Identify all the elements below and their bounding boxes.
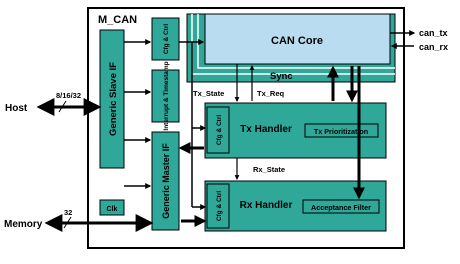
data-paths <box>327 65 365 200</box>
cfg-ctrl-rx-label: Cfg & Ctrl <box>216 191 223 222</box>
clk-label: Clk <box>107 206 118 213</box>
generic-slave-if-block: Generic Slave IF <box>99 29 125 169</box>
cfg-ctrl-tx-label: Cfg & Ctrl <box>216 115 223 146</box>
interrupt-timestamp-label: Interrupt & Timestamp <box>163 61 170 130</box>
can-core-label: CAN Core <box>271 35 323 47</box>
rx-state-label: Rx_State <box>253 165 285 174</box>
host-port: Host 8/16/32 <box>5 91 102 116</box>
master-if-connections <box>178 142 207 227</box>
host-width-label: 8/16/32 <box>56 91 81 100</box>
cfg-ctrl-top-block: Cfg & Ctrl <box>151 17 180 61</box>
interrupt-timestamp-block: Interrupt & Timestamp <box>151 61 180 131</box>
tx-state-label: Tx_State <box>193 89 224 98</box>
memory-port: Memory 32 <box>4 208 154 232</box>
cfg-ctrl-top-label: Cfg & Ctrl <box>163 24 170 55</box>
m-can-title: M_CAN <box>98 14 137 26</box>
can-tx-label: can_tx <box>419 28 448 38</box>
config-bus <box>179 39 207 210</box>
generic-master-if-block: Generic Master IF <box>151 131 180 231</box>
cfg-ctrl-tx-block <box>206 106 230 154</box>
can-rx-label: can_rx <box>419 42 448 52</box>
can-ports: can_tx can_rx <box>390 28 448 52</box>
acceptance-filter-label: Acceptance Filter <box>311 203 371 212</box>
sync-label: Sync <box>270 71 293 82</box>
clk-block: Clk <box>99 199 125 216</box>
memory-label: Memory <box>4 219 43 230</box>
acceptance-filter-block <box>302 199 380 214</box>
cfg-ctrl-rx-block <box>206 183 230 229</box>
generic-slave-if-label: Generic Slave IF <box>108 62 119 136</box>
rx-handler-label: Rx Handler <box>240 200 293 211</box>
tx-prioritization-label: Tx Prioritization <box>314 127 368 136</box>
tx-signals: Tx_State Tx_Req <box>193 64 285 102</box>
memory-width-label: 32 <box>64 208 72 217</box>
slave-if-connections <box>124 39 152 189</box>
rx-signal: Rx_State <box>234 158 285 180</box>
tx-handler-label: Tx Handler <box>240 124 292 135</box>
tx-req-label: Tx_Req <box>257 89 285 98</box>
host-label: Host <box>5 103 28 114</box>
can-core-block: CAN Core <box>204 13 391 65</box>
generic-master-if-label: Generic Master IF <box>161 143 171 219</box>
